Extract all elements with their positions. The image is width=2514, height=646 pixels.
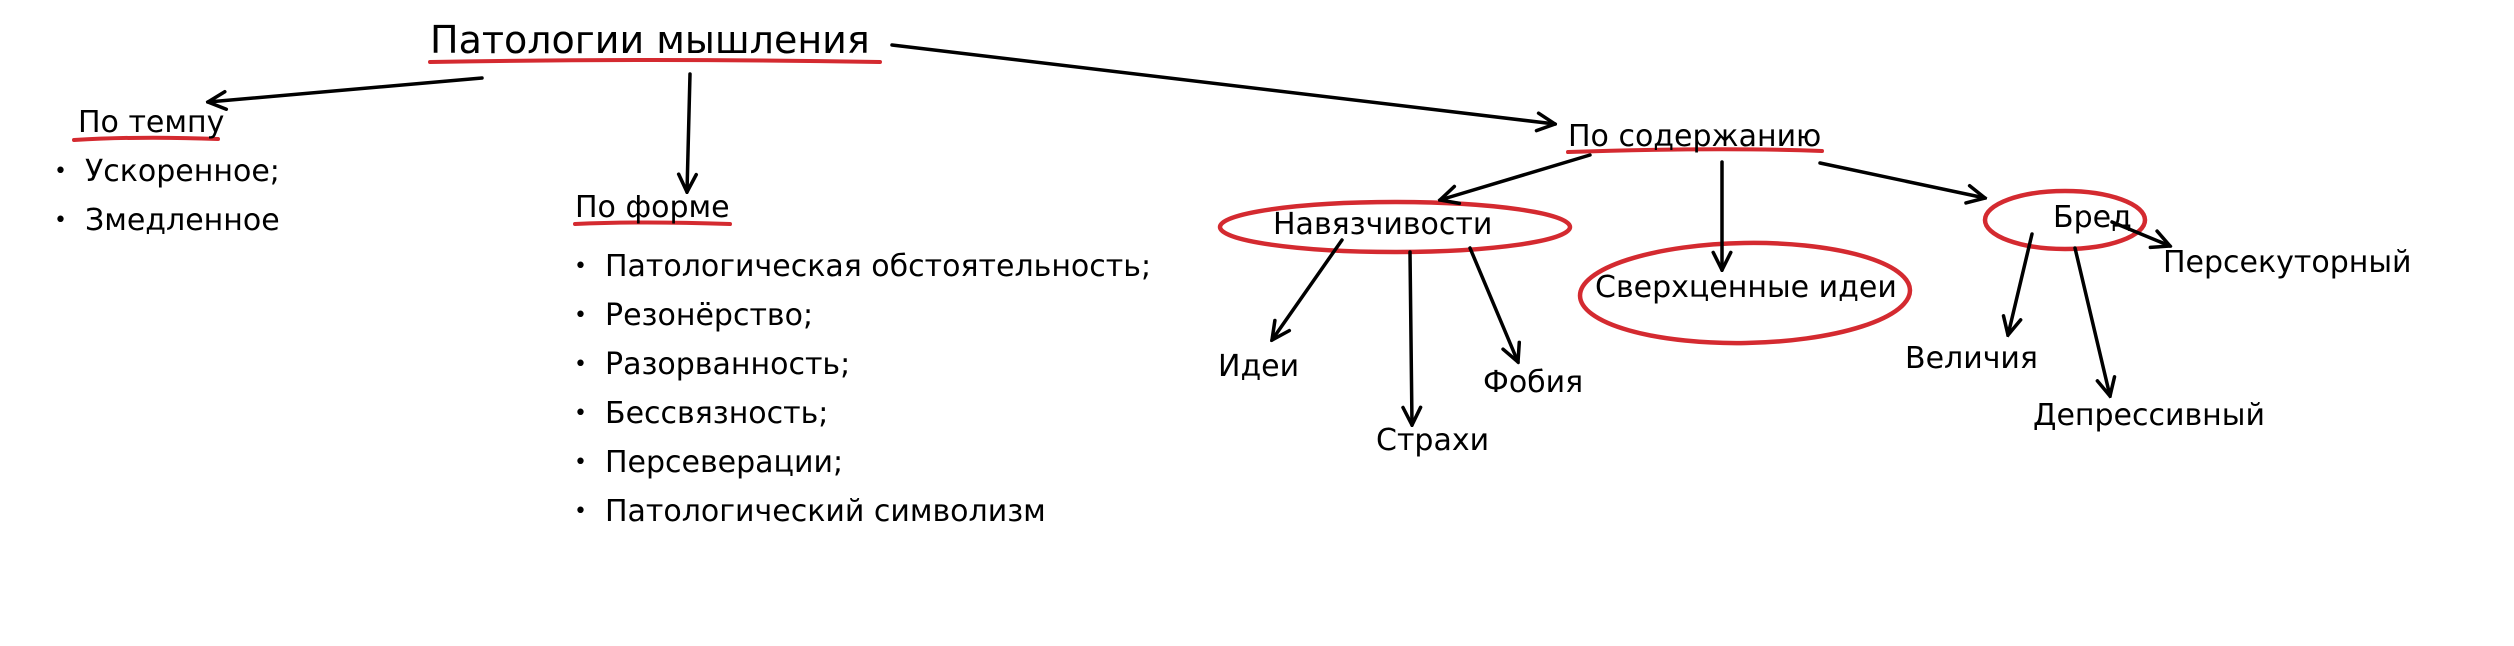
arrow-to-phobia [1468,246,1518,362]
list-item: Патологическая обстоятельность; [574,244,1151,293]
form-list: Патологическая обстоятельность; Резонёрс… [574,244,1151,538]
diagram-title: Патологии мышления [430,18,870,62]
arrow-to-ideas [1272,238,1344,340]
node-depressive: Депрессивный [2033,398,2265,433]
category-tempo: По темпу [78,105,225,140]
list-item: Резонёрство; [574,293,1151,342]
list-item: Персеверации; [574,440,1151,489]
title-underline [428,58,882,64]
category-form: По форме [575,190,730,225]
node-delusion: Бред [2053,200,2132,235]
arrow-to-depressive [2073,246,2110,396]
node-persecutory: Персекуторный [2163,245,2412,280]
list-item: Патологический символизм [574,489,1151,538]
highlight-ellipses [1217,188,2148,346]
list-item: Разорванность; [574,342,1151,391]
node-phobia: Фобия [1483,365,1584,400]
obsessions-ellipse [1217,199,1573,255]
underlines [72,58,1824,226]
form-underline [573,220,732,226]
list-item: Змедленное [54,198,280,247]
list-item: Бессвязность; [574,391,1151,440]
list-item: Ускоренное; [54,149,280,198]
delusion-ellipse [1982,188,2148,252]
arrow-to-form [687,72,690,192]
arrow-to-content [890,43,1555,124]
node-overvalued-ideas: Сверхценные идеи [1595,270,1897,305]
content-underline [1566,147,1824,154]
node-grandeur: Величия [1905,341,2038,376]
arrow-to-persecutory [2110,220,2170,246]
node-ideas: Идеи [1218,349,1300,384]
arrow-to-fears [1410,250,1412,425]
arrow-to-tempo [208,76,484,102]
node-obsessions: Навязчивости [1273,207,1493,242]
category-content: По содержанию [1568,119,1822,154]
arrow-to-delusion [1818,161,1985,198]
arrow-to-grandeur [2008,232,2034,335]
arrows [208,43,2170,425]
arrow-to-obsessions [1440,153,1592,200]
tempo-underline [72,135,220,142]
node-fears: Страхи [1376,423,1490,458]
overvalued-ellipse [1577,240,1913,346]
tempo-list: Ускоренное; Змедленное [54,149,280,247]
